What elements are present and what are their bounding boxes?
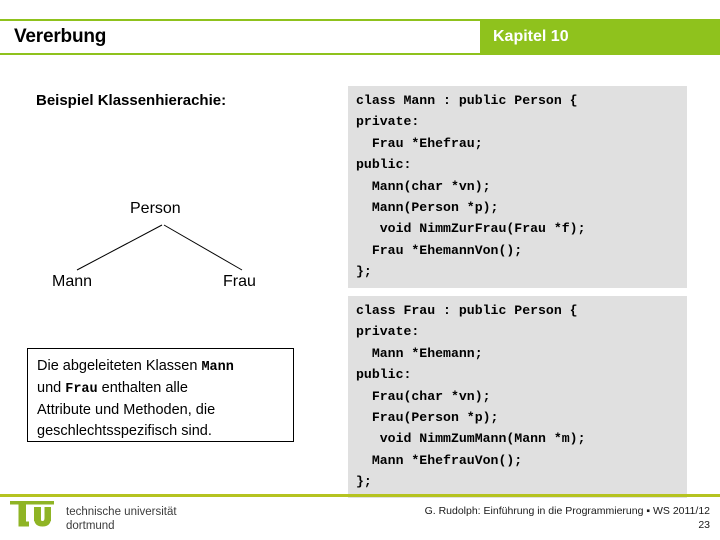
header-title-plate — [0, 21, 480, 53]
logo-line-2: dortmund — [66, 520, 115, 532]
footer-page-number: 23 — [698, 519, 710, 531]
example-heading: Beispiel Klassenhierachie: — [36, 92, 227, 109]
note-text-part-2: und — [37, 380, 66, 396]
hierarchy-node-frau: Frau — [223, 273, 256, 290]
note-text-part-3: enthalten alle — [97, 380, 188, 396]
note-box: Die abgeleiteten Klassen Mann und Frau e… — [27, 348, 294, 442]
note-text-part-1: Die abgeleiteten Klassen — [37, 358, 202, 374]
logo-line-1: technische universität — [66, 506, 177, 518]
code-block-class-mann: class Mann : public Person { private: Fr… — [348, 86, 687, 288]
footer-credit: G. Rudolph: Einführung in die Programmie… — [424, 505, 710, 517]
hierarchy-node-person: Person — [130, 200, 181, 217]
tu-dortmund-logo: technische universität dortmund — [10, 501, 177, 532]
note-text-part-4: Attribute und Methoden, die — [37, 402, 216, 418]
class-hierarchy-diagram: Person Mann Frau — [20, 190, 320, 305]
code-block-class-frau: class Frau : public Person { private: Ma… — [348, 296, 687, 498]
page-title: Vererbung — [14, 26, 107, 47]
note-mono-frau: Frau — [65, 382, 98, 397]
hierarchy-node-mann: Mann — [52, 273, 93, 290]
hierarchy-edges — [76, 224, 243, 271]
note-mono-mann: Mann — [201, 360, 234, 375]
footer-divider — [0, 494, 720, 497]
header-band — [0, 19, 720, 55]
chapter-label: Kapitel 10 — [493, 28, 569, 45]
note-text-part-5: geschlechtsspezifisch sind. — [37, 423, 212, 439]
